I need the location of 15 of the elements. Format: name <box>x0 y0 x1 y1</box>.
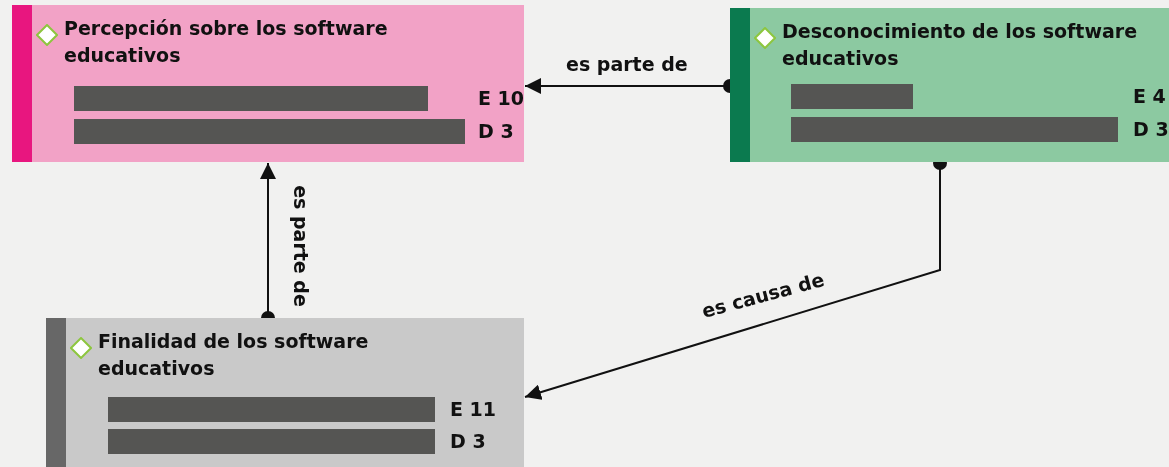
node-title: Finalidad de los software educativos <box>98 329 370 381</box>
count-label: E 11 <box>450 398 497 420</box>
count-label: E 4 <box>1133 85 1166 107</box>
node-card <box>730 8 1169 162</box>
edge-label: es causa de <box>699 268 827 322</box>
node-card <box>12 5 524 162</box>
count-label: D 3 <box>478 120 514 142</box>
count-label: D 3 <box>1133 118 1169 140</box>
edge-label: es parte de <box>566 53 688 75</box>
node-card <box>46 318 524 467</box>
count-label: D 3 <box>450 430 486 452</box>
count-label: E 10 <box>478 87 525 109</box>
node-title: Percepción sobre los software educativos <box>64 16 389 68</box>
node-title: Desconocimiento de los software educativos <box>782 19 1139 71</box>
edge-label: es parte de <box>289 185 312 307</box>
